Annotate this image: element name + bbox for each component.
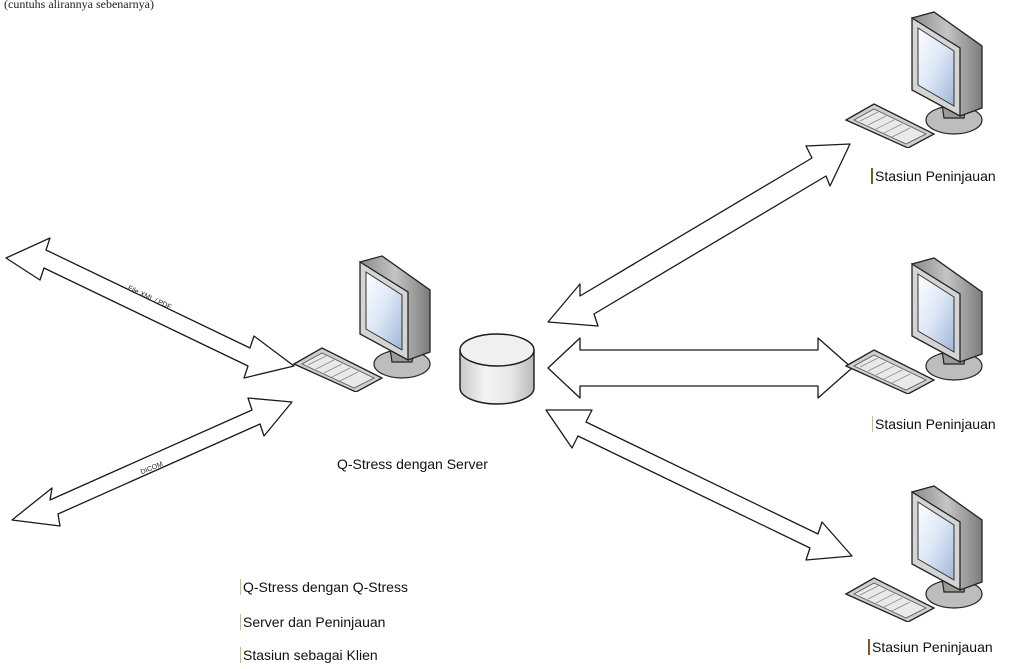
label-marker: [871, 168, 873, 184]
caption-line-3: Stasiun sebagai Klien: [240, 647, 378, 663]
arrow-dicom: DICOM: [11, 397, 293, 527]
arrow-to-station-1: [547, 143, 851, 327]
caption-line-1: Q-Stress dengan Q-Stress: [240, 579, 408, 595]
station-label-3: Stasiun Peninjauan: [868, 639, 993, 655]
label-marker: [240, 614, 241, 630]
arrow-to-station-3: [545, 409, 853, 561]
header-note: (cuntuhs alirannya sebenarnya): [4, 0, 154, 11]
label-marker: [240, 579, 241, 595]
qstress-computer-icon: [293, 255, 431, 392]
caption-line-2: Server dan Peninjauan: [240, 614, 385, 630]
arrow-to-station-2: [547, 337, 853, 399]
review-station-computer-icon-1: [845, 11, 983, 148]
label-marker: [240, 647, 241, 663]
server-database-icon: [459, 333, 535, 405]
station-label-1: Stasiun Peninjauan: [871, 168, 996, 184]
station-label-2: Stasiun Peninjauan: [872, 416, 996, 432]
review-station-computer-icon-2: [845, 257, 983, 394]
server-label: Q-Stress dengan Server: [337, 456, 488, 472]
arrow-xml-pdf: File XML / PDF: [5, 237, 295, 379]
label-marker: [868, 639, 870, 655]
review-station-computer-icon-3: [845, 485, 983, 622]
label-marker: [872, 416, 873, 432]
